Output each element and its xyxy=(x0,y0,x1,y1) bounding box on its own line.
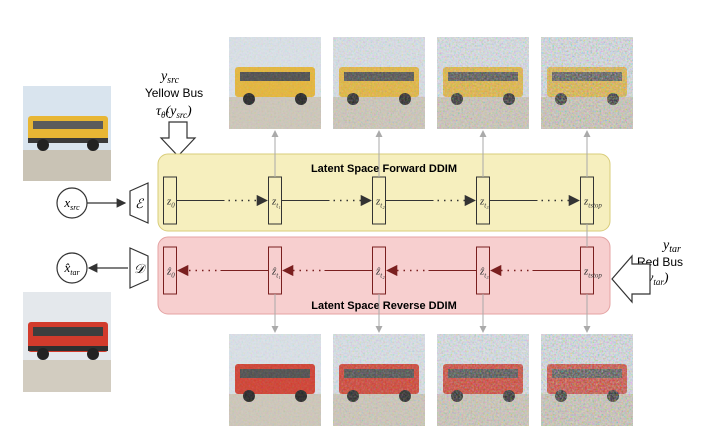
latent-symbol: z xyxy=(166,196,172,208)
svg-text:zt₁: zt₁ xyxy=(271,196,281,210)
reverse-latent-0: ẑ0 xyxy=(163,246,177,295)
svg-text:𝒟: 𝒟 xyxy=(134,261,147,276)
latent-symbol: ẑ xyxy=(479,266,485,278)
latent-symbol: z xyxy=(583,266,589,278)
svg-text:z0: z0 xyxy=(166,196,175,210)
reverse-ddim-band xyxy=(157,236,611,315)
noise-overlay xyxy=(541,334,633,426)
noise-overlay xyxy=(333,37,425,129)
forward-image-t2 xyxy=(333,37,425,129)
latent-subscript: tstop xyxy=(588,272,602,280)
latent-symbol: ẑ xyxy=(166,266,172,278)
image-connectors xyxy=(271,130,591,333)
target-label: ytar xyxy=(661,238,681,255)
reverse-ddim-title: Latent Space Reverse DDIM xyxy=(311,300,457,312)
intermediate-images xyxy=(229,37,633,426)
decoder-block: 𝒟 xyxy=(129,247,149,289)
reverse-image-t2 xyxy=(333,334,425,426)
source-image xyxy=(23,86,111,181)
svg-text:x̂tar: x̂tar xyxy=(63,260,80,277)
latent-subscript: t₂ xyxy=(380,272,385,280)
latent-subscript: t₁ xyxy=(276,272,280,280)
svg-text:ztstop: ztstop xyxy=(583,266,602,280)
reverse-image-t4 xyxy=(541,334,633,426)
noise-overlay xyxy=(437,37,529,129)
forward-image-t3 xyxy=(437,37,529,129)
input-node: xsrc xyxy=(56,187,88,219)
latent-subscript: t₂ xyxy=(380,202,385,210)
noise-overlay xyxy=(333,334,425,426)
source-prompt: Yellow Bus xyxy=(145,86,203,100)
svg-text:ẑt₂: ẑt₂ xyxy=(375,266,385,280)
latent-subscript: 0 xyxy=(171,272,175,280)
source-label: ysrc xyxy=(159,69,180,86)
target-conditioning-arrow xyxy=(611,254,651,304)
noise-overlay xyxy=(437,334,529,426)
latent-subscript: 0 xyxy=(171,202,175,210)
noise-overlay xyxy=(229,334,321,426)
latent-symbol: z xyxy=(583,196,589,208)
latent-symbol: z xyxy=(271,196,277,208)
latent-subscript: tstop xyxy=(588,202,602,210)
svg-text:ẑt₁: ẑt₁ xyxy=(271,266,281,280)
svg-text:zt₂: zt₂ xyxy=(375,196,385,210)
noise-overlay xyxy=(229,37,321,129)
latent-symbol: ẑ xyxy=(271,266,277,278)
svg-text:ztstop: ztstop xyxy=(583,196,602,210)
forward-image-t4 xyxy=(541,37,633,129)
latent-subscript: t₃ xyxy=(484,272,489,280)
svg-text:xsrc: xsrc xyxy=(63,195,80,212)
svg-text:ẑt₃: ẑt₃ xyxy=(479,266,489,280)
output-node: x̂tar xyxy=(56,252,88,284)
svg-text:ℰ: ℰ xyxy=(135,196,144,211)
encoder-block: ℰ xyxy=(129,182,149,224)
source-conditioning-arrow xyxy=(159,121,197,157)
reverse-image-t3 xyxy=(437,334,529,426)
svg-text:ẑ0: ẑ0 xyxy=(166,266,175,280)
latent-subscript: t₃ xyxy=(484,202,489,210)
latent-symbol: z xyxy=(375,196,381,208)
latent-subscript: t₁ xyxy=(276,202,280,210)
reverse-image-t1 xyxy=(229,334,321,426)
forward-ddim-band xyxy=(157,153,611,232)
noise-overlay xyxy=(541,37,633,129)
target-image xyxy=(23,292,111,392)
forward-ddim-title: Latent Space Forward DDIM xyxy=(311,163,457,175)
svg-text:zt₃: zt₃ xyxy=(479,196,489,210)
latent-symbol: ẑ xyxy=(375,266,381,278)
forward-image-t1 xyxy=(229,37,321,129)
source-text-encoder: τθ̂(ysrc) xyxy=(156,104,192,120)
latent-symbol: z xyxy=(479,196,485,208)
